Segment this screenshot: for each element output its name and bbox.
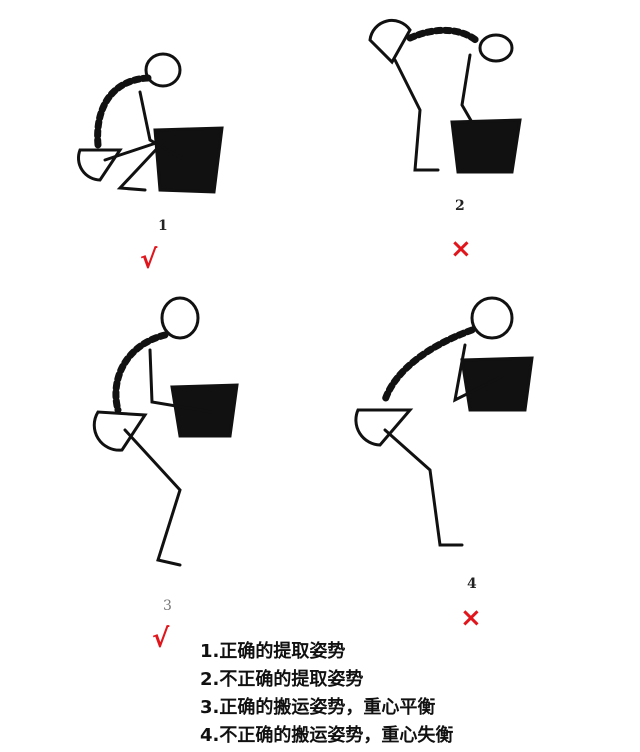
figure-3-correct-carry [92,296,239,567]
figure-4-incorrect-carry [354,296,534,547]
legs [383,428,464,547]
caption-3: 3.正确的搬运姿势，重心平衡 [200,697,436,718]
legs [103,138,167,192]
cross-mark-icon: × [460,603,482,633]
caption-1: 1.正确的提取姿势 [200,641,346,662]
pelvis [77,148,123,182]
arm [452,343,507,403]
arm [138,90,187,162]
pelvis [368,19,412,65]
check-mark-icon: √ [152,624,170,654]
pelvis [354,408,414,447]
head [478,33,514,63]
head [160,296,200,340]
figure-2-incorrect-lift [368,19,522,174]
figure-3-number: 3 [163,598,172,614]
arm [460,53,490,152]
figure-1-correct-lift [77,52,224,194]
legs [393,58,440,172]
spine [94,74,152,149]
box [460,356,534,412]
box [153,126,224,194]
caption-4: 4.不正确的搬运姿势，重心失衡 [200,725,454,746]
pelvis [92,410,148,452]
check-mark-icon: √ [140,245,158,275]
cross-mark-icon: × [450,234,472,264]
arm [148,348,214,414]
legs [123,428,182,567]
head [470,296,514,340]
caption-2: 2.不正确的提取姿势 [200,669,364,690]
spine [406,26,482,46]
figure-2-number: 2 [455,198,465,214]
caption-list: 1.正确的提取姿势 2.不正确的提取姿势 3.正确的搬运姿势，重心平衡 4.不正… [200,638,453,750]
head [144,52,182,88]
spine [112,331,169,414]
spine [381,326,476,404]
figure-1-number: 1 [158,218,168,234]
figure-4-number: 4 [467,576,477,592]
